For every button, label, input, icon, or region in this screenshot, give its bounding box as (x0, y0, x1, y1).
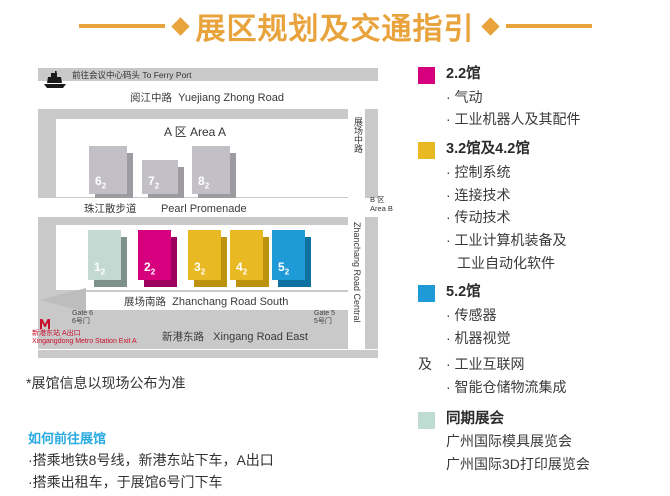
legend-item-continuation: 工业自动化软件 (457, 254, 555, 271)
legend-swatch-yellow (418, 142, 435, 160)
road-south-label: 展场南路 Zhanchang Road South (124, 296, 289, 308)
title-diamond-right-icon (480, 16, 500, 36)
legend-item: · 机器视觉 (446, 329, 511, 346)
hall-block-7-2[interactable]: 72 (142, 160, 184, 201)
legend-item: · 工业机器人及其配件 (446, 111, 581, 128)
hall-block-5-2[interactable]: 52 (272, 230, 311, 287)
legend-item: · 控制系统 (446, 163, 511, 180)
road-middle-label: 珠江散步道 Pearl Promenade (84, 203, 247, 215)
legend-group-concurrent-events: 同期展会 广州国际模具展览会 广州国际3D打印展览会 (418, 409, 658, 476)
how-to-line: ·搭乘地铁8号线，新港东站下车，A出口 (28, 452, 274, 468)
ferry-boat-icon (44, 71, 66, 88)
legend-item: · 连接技术 (446, 186, 511, 203)
pearl-promenade-band (38, 198, 378, 217)
hall-face (89, 146, 127, 194)
area-a-label: A 区 Area A (164, 125, 227, 139)
road-north-label: 阅江中路 Yuejiang Zhong Road (130, 92, 284, 104)
legend-heading: 2.2馆 (446, 66, 481, 82)
road-vertical-bottom-band (348, 217, 365, 349)
hall-block-1-2[interactable]: 12 (88, 230, 127, 287)
title-rule-left (78, 24, 165, 28)
legend-and-char: 及 (418, 356, 432, 373)
legend-heading: 5.2馆 (446, 284, 481, 301)
title-diamond-left-icon (170, 16, 190, 36)
map-ferry-band (38, 68, 378, 81)
gate-6-label: Gate 6 6号门 (72, 310, 94, 326)
hall-number: 12 (94, 259, 106, 276)
hall-block-2-2[interactable]: 22 (138, 230, 177, 287)
how-to-title: 如何前往展馆 (28, 431, 107, 446)
gate-5-label: Gate 5 5号门 (314, 310, 336, 326)
how-to-line: ·搭乘出租车，于展馆6号门下车 (28, 473, 223, 490)
road-vertical-top-band (348, 109, 365, 202)
how-to-get-there: 如何前往展馆 ·搭乘地铁8号线，新港东站下车，A出口 ·搭乘出租车，于展馆6号门… (28, 428, 388, 493)
legend-heading: 3.2馆及4.2馆 (446, 141, 530, 158)
map-footnote: *展馆信息以现场公布为准 (26, 375, 186, 391)
hall-face (88, 230, 121, 280)
metro-logo-icon (40, 319, 50, 329)
hall-face (188, 230, 221, 280)
hall-face (138, 230, 171, 280)
hall-number: 62 (95, 173, 107, 190)
road-south-band (84, 292, 354, 310)
page-title: 展区规划及交通指引 (195, 13, 475, 46)
legend-sub-event: 广州国际模具展览会 (446, 433, 572, 450)
page-title-bar: 展区规划及交通指引 (0, 0, 670, 52)
hall-number: 52 (278, 259, 290, 276)
hall-legend: 2.2馆 · 气动 · 工业机器人及其配件 3.2馆及4.2馆 · 控制系统 ·… (418, 64, 658, 480)
legend-swatch-mint (418, 411, 435, 429)
legend-sub-event: 广州国际3D打印展览会 (446, 456, 590, 473)
hall-block-4-2[interactable]: 42 (230, 230, 269, 287)
hall-face (230, 230, 263, 280)
road-vertical-bottom-label: Zhanchang Road Central (352, 222, 362, 323)
hall-number: 72 (148, 173, 160, 190)
legend-item: · 智能仓储物流集成 (446, 378, 567, 395)
gate6-direction-arrow-icon (40, 288, 86, 312)
legend-heading: 同期展会 (446, 410, 504, 427)
hall-block-6-2[interactable]: 62 (89, 146, 133, 201)
hall-face (272, 230, 305, 280)
legend-item: · 气动 (446, 88, 483, 105)
hall-number: 42 (236, 259, 248, 276)
hall-face (192, 146, 230, 194)
legend-swatch-blue (418, 285, 435, 303)
road-vertical-top-label: 展场中路 (353, 117, 363, 153)
legend-item: · 工业计算机装备及 (446, 231, 567, 248)
legend-group-2-2: 2.2馆 · 气动 · 工业机器人及其配件 (418, 64, 658, 131)
hall-block-8-2[interactable]: 82 (192, 146, 236, 201)
road-outer-south-label: 新港东路 Xingang Road East (162, 331, 308, 343)
hall-number: 32 (194, 259, 206, 276)
hall-number: 82 (198, 173, 210, 190)
legend-group-3-2-4-2: 3.2馆及4.2馆 · 控制系统 · 连接技术 · 传动技术 · 工业计算机装备… (418, 139, 658, 274)
ferry-port-label: 前往会议中心码头 To Ferry Port (72, 70, 192, 80)
legend-and-block: 及 · 工业互联网 · 智能仓储物流集成 (418, 353, 658, 398)
hall-number: 22 (144, 259, 156, 276)
legend-group-5-2: 5.2馆 · 传感器 · 机器视觉 (418, 282, 658, 349)
title-rule-right (505, 24, 592, 28)
metro-station-label: 新港东站 A出口 Xingangdong Metro Station Exit … (32, 330, 137, 346)
hall-block-3-2[interactable]: 32 (188, 230, 227, 287)
hall-face (142, 160, 178, 194)
legend-item: · 工业互联网 (446, 356, 525, 373)
legend-item: · 传动技术 (446, 209, 511, 226)
map-bottom-band (38, 350, 378, 358)
venue-map: 前往会议中心码头 To Ferry Port 阅江中路 Yuejiang Zho… (32, 62, 393, 358)
area-b-label: B 区 Area B (370, 195, 393, 214)
legend-item: · 传感器 (446, 306, 497, 323)
legend-swatch-magenta (418, 67, 435, 84)
